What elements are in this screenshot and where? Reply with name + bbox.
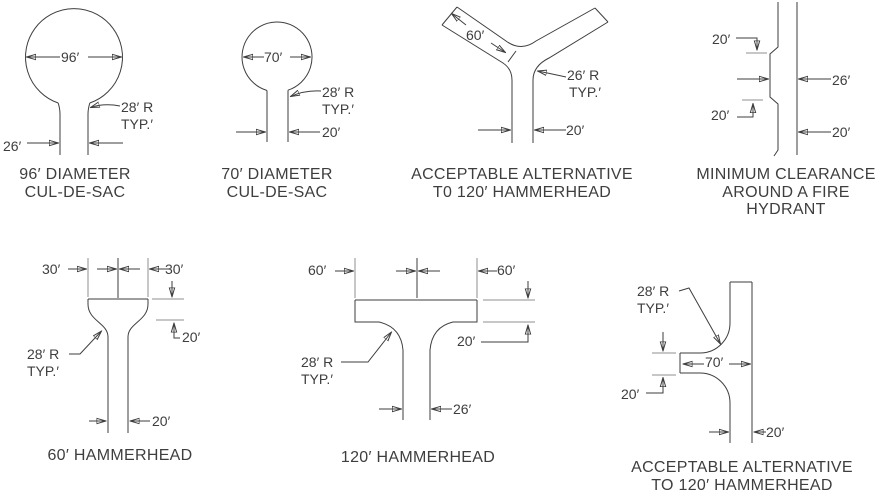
caption-line: 60′ HAMMERHEAD — [47, 447, 193, 464]
caption-line: AROUND A FIRE — [722, 183, 850, 201]
d6-typ-label: TYP.′ — [301, 371, 333, 387]
d3-branch-length-label: 60′ — [466, 27, 485, 43]
caption-line: ACCEPTABLE ALTERNATIVE — [411, 166, 633, 183]
hammerhead-60-drawing — [68, 258, 184, 433]
caption-line: T0 120′ HAMMERHEAD — [432, 183, 612, 201]
d5-right-arm-label: 30′ — [165, 261, 184, 277]
d6-left-arm-label: 60′ — [308, 262, 327, 278]
caption-line: MINIMUM CLEARANCE — [696, 166, 876, 183]
caption-line: 70′ DIAMETER — [221, 166, 333, 183]
d4-road-width-label: 20′ — [832, 124, 851, 140]
d7-typ-label: TYP.′ — [637, 300, 669, 316]
d4-clearance-below-label: 20′ — [711, 107, 730, 123]
d7-stub-length-label: 70′ — [705, 354, 724, 370]
d3-typ-label: TYP.′ — [569, 84, 601, 100]
d5-caption: 60′ HAMMERHEAD — [30, 447, 210, 465]
d6-right-arm-label: 60′ — [497, 262, 516, 278]
d1-typ-label: TYP.′ — [121, 116, 153, 132]
d4-width-at-hydrant-label: 26′ — [832, 72, 851, 88]
fire-hydrant-drawing — [736, 2, 831, 157]
d5-typ-label: TYP.′ — [27, 363, 59, 379]
d2-caption: 70′ DIAMETER CUL-DE-SAC — [202, 166, 352, 201]
d6-road-width-label: 26′ — [453, 401, 472, 417]
d7-stub-width-label: 20′ — [621, 386, 640, 402]
d6-caption: 120′ HAMMERHEAD — [328, 449, 508, 467]
d5-arm-depth-label: 20′ — [182, 329, 201, 345]
cul-de-sac-70-drawing — [236, 21, 322, 142]
d1-road-width-label: 26′ — [3, 138, 22, 154]
y-alternative-drawing — [441, 6, 609, 143]
d6-arm-depth-label: 20′ — [457, 333, 476, 349]
caption-line: CUL-DE-SAC — [226, 183, 328, 201]
d4-caption: MINIMUM CLEARANCE AROUND A FIRE HYDRANT — [694, 166, 877, 219]
d5-road-width-label: 20′ — [152, 413, 171, 429]
d7-road-width-label: 20′ — [766, 424, 785, 440]
cul-de-sac-96-drawing — [25, 8, 123, 155]
caption-line: 120′ HAMMERHEAD — [340, 449, 496, 466]
caption-line: ACCEPTABLE ALTERNATIVE — [631, 459, 853, 476]
d2-radius-label: 28′ R — [322, 84, 355, 100]
d5-radius-label: 28′ R — [27, 346, 60, 362]
d4-clearance-above-label: 20′ — [712, 31, 731, 47]
d1-caption: 96′ DIAMETER CUL-DE-SAC — [5, 166, 145, 201]
d5-left-arm-label: 30′ — [42, 261, 61, 277]
d7-radius-label: 28′ R — [637, 283, 670, 299]
d7-caption: ACCEPTABLE ALTERNATIVE TO 120′ HAMMERHEA… — [626, 459, 858, 494]
d2-typ-label: TYP.′ — [322, 101, 354, 117]
d3-road-width-label: 20′ — [566, 122, 585, 138]
d2-diameter-label: 70′ — [264, 49, 283, 65]
hammerhead-120-drawing — [335, 258, 535, 420]
alternative-120-drawing — [646, 281, 766, 443]
caption-line: TO 120′ HAMMERHEAD — [651, 476, 833, 494]
d3-caption: ACCEPTABLE ALTERNATIVE T0 120′ HAMMERHEA… — [404, 166, 640, 201]
caption-line: CUL-DE-SAC — [24, 183, 126, 201]
d1-radius-label: 28′ R — [121, 99, 154, 115]
caption-line: 96′ DIAMETER — [19, 166, 131, 183]
d2-road-width-label: 20′ — [322, 124, 341, 140]
d3-radius-label: 26′ R — [567, 67, 600, 83]
d6-radius-label: 28′ R — [301, 354, 334, 370]
caption-line: HYDRANT — [746, 201, 826, 218]
d1-diameter-label: 96′ — [61, 49, 80, 65]
